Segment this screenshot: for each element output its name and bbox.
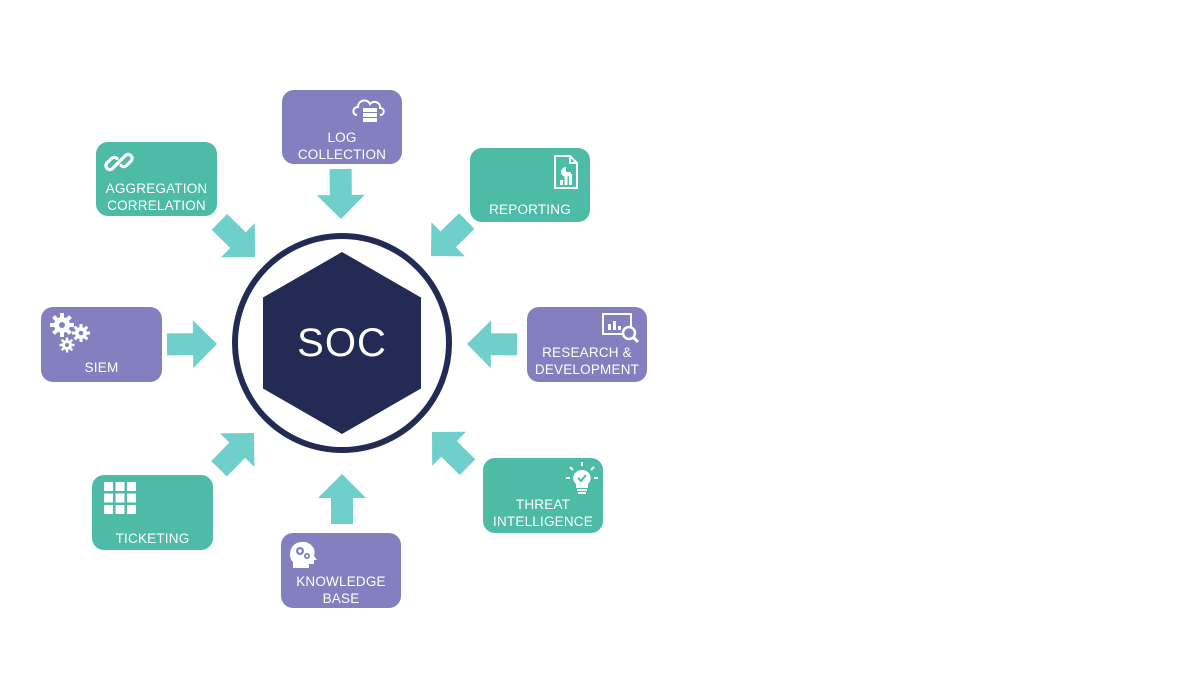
node-aggregation-correlation: AGGREGATION CORRELATION [96,142,217,216]
hub-label: SOC [297,321,387,365]
arrow-aggregation-correlation [211,214,255,258]
gears-icon [49,312,93,359]
arrow-research-development [467,320,518,369]
node-label-knowledge-base: KNOWLEDGE BASE [296,574,386,606]
chain-link-icon [103,146,135,183]
node-label-threat-intelligence: THREAT INTELLIGENCE [493,497,593,529]
arrow-reporting [431,213,475,257]
lightbulb-icon [565,461,599,500]
node-knowledge-base: KNOWLEDGE BASE [281,533,401,608]
node-label-reporting: REPORTING [489,202,571,217]
report-document-icon [552,154,580,195]
hub-hexagon [263,252,421,434]
node-label-log-collection: LOG COLLECTION [297,130,387,162]
arrow-siem [166,320,217,369]
node-ticketing: TICKETING [92,475,213,550]
arrow-threat-intelligence [432,431,476,475]
monitor-search-icon [601,312,641,349]
grid-icon [103,481,137,520]
node-research-development: RESEARCH & DEVELOPMENT [527,307,647,382]
node-siem: SIEM [41,307,162,382]
head-gears-icon [287,538,319,575]
cloud-server-icon [350,95,386,128]
arrow-ticketing [211,433,255,477]
node-label-aggregation-correlation: AGGREGATION CORRELATION [105,181,208,213]
node-threat-intelligence: THREAT INTELLIGENCE [483,458,603,533]
node-label-ticketing: TICKETING [115,531,190,546]
node-reporting: REPORTING [470,148,590,222]
node-label-research-development: RESEARCH & DEVELOPMENT [534,345,640,377]
node-label-siem: SIEM [84,360,119,375]
arrow-knowledge-base [318,474,366,524]
arrow-log-collection [316,168,365,219]
node-log-collection: LOG COLLECTION [282,90,402,164]
